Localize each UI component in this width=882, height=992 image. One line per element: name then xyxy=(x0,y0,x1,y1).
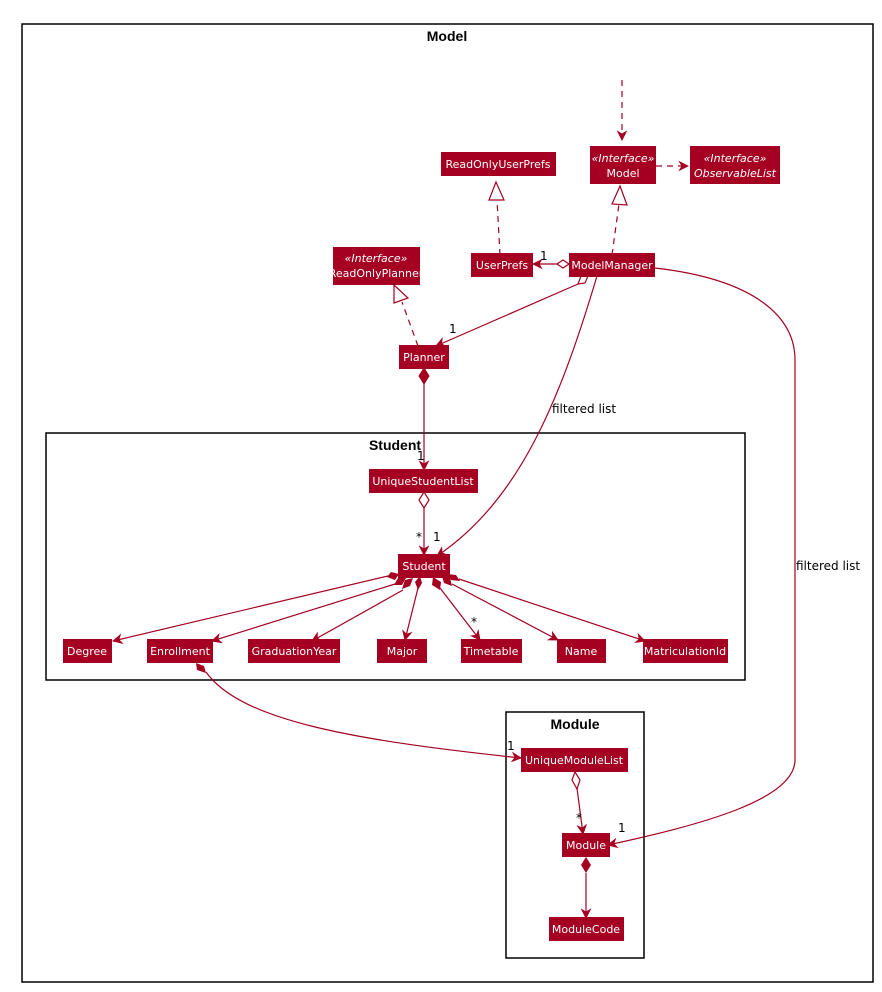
node-module[interactable]: Module xyxy=(562,833,610,857)
node-uniquestudentlist-label: UniqueStudentList xyxy=(372,475,474,488)
node-observablelist-stereotype: «Interface» xyxy=(704,152,767,165)
mult-timetable: * xyxy=(471,615,477,629)
node-graduation-year[interactable]: GraduationYear xyxy=(248,639,340,663)
node-unique-module-list[interactable]: UniqueModuleList xyxy=(521,748,628,772)
node-name-label: Name xyxy=(565,645,598,658)
node-observable-list[interactable]: «Interface» ObservableList xyxy=(690,146,780,184)
node-readonlyuserprefs-label: ReadOnlyUserPrefs xyxy=(446,158,551,171)
node-model-manager[interactable]: ModelManager xyxy=(569,253,655,277)
package-model xyxy=(21,23,874,983)
node-timetable-label: Timetable xyxy=(463,645,519,658)
node-userprefs-label: UserPrefs xyxy=(476,259,528,272)
node-enrollment-label: Enrollment xyxy=(150,645,210,658)
node-timetable[interactable]: Timetable xyxy=(461,639,522,663)
node-planner-label: Planner xyxy=(403,351,445,364)
composition-diamond-module xyxy=(581,857,591,873)
mult-student-one: 1 xyxy=(433,530,441,544)
node-name[interactable]: Name xyxy=(557,639,606,663)
edge-student-name xyxy=(451,583,559,641)
mult-userprefs: 1 xyxy=(540,249,548,263)
edge-label-filtered-list-module: filtered list xyxy=(796,559,860,573)
composition-diamond-matriculationid xyxy=(447,574,460,581)
edge-enrollment-uniquemodulelist xyxy=(205,671,523,763)
composition-diamond-enrollment xyxy=(394,578,406,585)
node-degree[interactable]: Degree xyxy=(63,639,112,663)
composition-diamond-enrollment-source xyxy=(196,663,206,673)
mult-uniquestudentlist: 1 xyxy=(417,449,425,463)
edge-student-major xyxy=(402,587,419,642)
node-planner[interactable]: Planner xyxy=(399,345,449,369)
composition-diamond-major xyxy=(415,576,422,590)
edge-student-degree xyxy=(111,575,389,645)
aggregation-diamond-uniquemodulelist xyxy=(571,770,581,791)
node-read-only-planner[interactable]: «Interface» ReadOnlyPlanner xyxy=(329,247,424,285)
package-student-title: Student xyxy=(369,437,421,453)
node-unique-student-list[interactable]: UniqueStudentList xyxy=(369,469,478,493)
node-matriculationid-label: MatriculationId xyxy=(644,645,726,658)
edge-student-matriculationid xyxy=(458,578,647,644)
composition-diamond-timetable xyxy=(432,577,441,590)
edge-student-graduationyear xyxy=(311,589,404,642)
node-modulecode-label: ModuleCode xyxy=(552,923,620,936)
node-read-only-user-prefs[interactable]: ReadOnlyUserPrefs xyxy=(441,152,556,176)
node-readonlyplanner-label: ReadOnlyPlanner xyxy=(329,267,424,280)
node-observablelist-label: ObservableList xyxy=(694,167,777,180)
edge-student-timetable xyxy=(439,587,481,641)
realization-head-readonlyplanner xyxy=(393,283,410,304)
node-model-label: Model xyxy=(606,167,639,180)
edge-label-filtered-list-student: filtered list xyxy=(552,402,616,416)
node-model-stereotype: «Interface» xyxy=(592,152,655,165)
node-user-prefs[interactable]: UserPrefs xyxy=(471,253,533,277)
realization-head-readonlyuserprefs xyxy=(488,180,505,201)
composition-diamond-name xyxy=(442,576,452,586)
mult-uniquemodulelist: 1 xyxy=(507,739,515,753)
node-modelmanager-label: ModelManager xyxy=(571,259,653,272)
package-module-title: Module xyxy=(551,716,600,732)
node-student-label: Student xyxy=(402,560,446,573)
mult-module-one: 1 xyxy=(618,821,626,835)
edge-planner-realizes-readonlyplanner xyxy=(401,301,419,347)
edge-userprefs-realizes-readonlyuserprefs xyxy=(496,199,501,256)
edge-modelmanager-planner xyxy=(435,283,579,348)
node-major-label: Major xyxy=(387,645,418,658)
package-module xyxy=(505,711,645,959)
node-enrollment[interactable]: Enrollment xyxy=(147,639,213,663)
edge-modelmanager-module xyxy=(606,267,796,849)
package-student xyxy=(45,432,746,681)
node-degree-label: Degree xyxy=(67,645,107,658)
node-student[interactable]: Student xyxy=(398,554,450,578)
composition-diamond-planner xyxy=(418,367,430,385)
node-major[interactable]: Major xyxy=(377,639,427,663)
node-matriculation-id[interactable]: MatriculationId xyxy=(643,639,728,663)
aggregation-diamond-planner xyxy=(577,275,589,285)
node-readonlyplanner-stereotype: «Interface» xyxy=(345,252,408,265)
realization-head-model xyxy=(611,184,628,206)
package-model-title: Model xyxy=(427,28,467,44)
edge-modelmanager-student xyxy=(436,275,598,557)
node-model-interface[interactable]: «Interface» Model xyxy=(590,146,656,184)
mult-planner: 1 xyxy=(449,322,457,336)
edge-modelmanager-realizes-model xyxy=(611,203,620,256)
mult-module-many: * xyxy=(576,811,582,825)
node-module-code[interactable]: ModuleCode xyxy=(549,917,624,941)
node-uniquemodulelist-label: UniqueModuleList xyxy=(525,754,624,767)
edge-student-enrollment xyxy=(210,583,396,644)
aggregation-diamond-uniquestudentlist xyxy=(418,490,430,510)
composition-diamond-degree xyxy=(387,572,399,580)
node-module-label: Module xyxy=(566,839,606,852)
composition-diamond-graduationyear xyxy=(402,578,413,589)
mult-student-many: * xyxy=(416,530,422,544)
edge-uniquemodulelist-module xyxy=(576,787,588,836)
node-graduationyear-label: GraduationYear xyxy=(252,645,337,658)
aggregation-diamond-userprefs xyxy=(555,259,571,269)
